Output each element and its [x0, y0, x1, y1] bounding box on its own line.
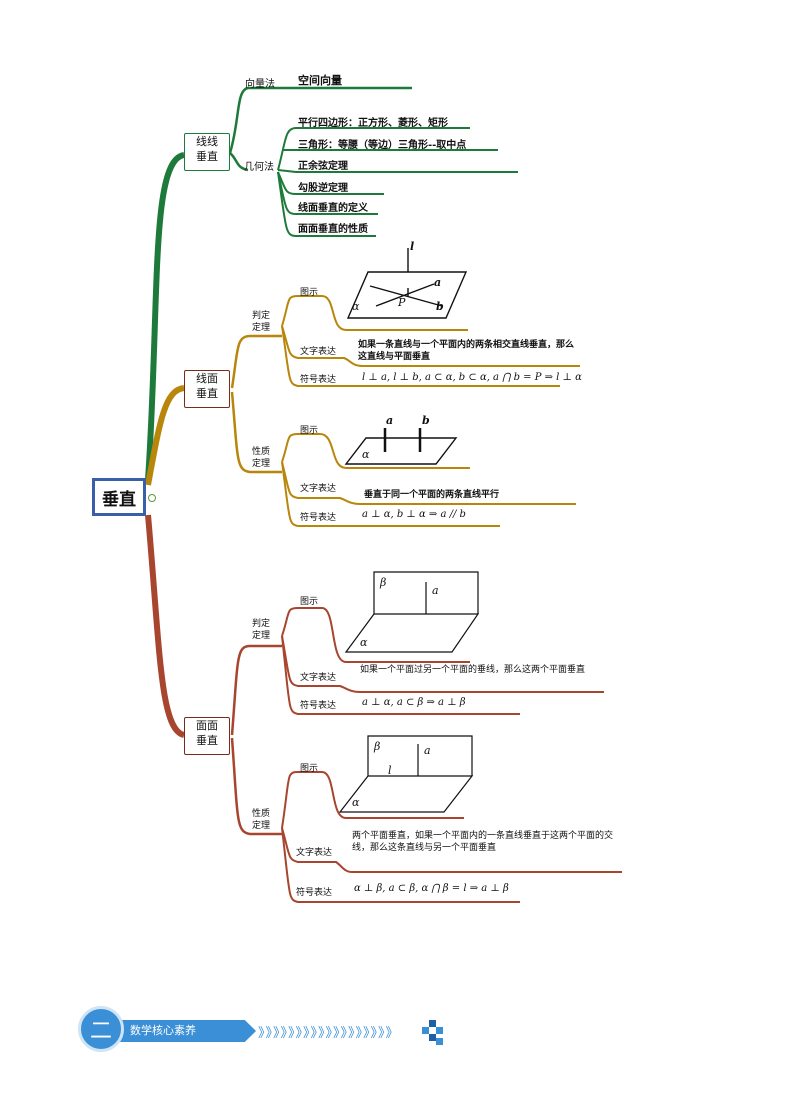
item-geo-3: 勾股逆定理	[298, 183, 348, 194]
banner-chevrons: 》》》》》》》》》》》》》》》》》》	[258, 1026, 400, 1041]
fig-label-b: b	[436, 300, 444, 313]
section-banner: 数学核心素养 二 》》》》》》》》》》》》》》》》》》	[78, 1006, 450, 1054]
fig3-label-beta: β	[380, 576, 387, 589]
pp-p-symbol: α ⊥ β, a ⊂ β, α ⋂ β = l ⇒ a ⊥ β	[354, 883, 509, 894]
fig2-label-a: a	[386, 414, 394, 427]
label-pp-c-figure: 图示	[300, 597, 319, 607]
fig3-label-a: a	[432, 584, 439, 597]
label-lp-criterion: 判定 定理	[252, 311, 271, 333]
fig-label-alpha: α	[352, 300, 360, 313]
lp-c-symbol: l ⊥ a, l ⊥ b, a ⊂ α, b ⊂ α, a ⋂ b = P ⇒ …	[362, 372, 582, 383]
fig4-label-a: a	[424, 744, 431, 757]
fig2-label-alpha: α	[362, 448, 370, 461]
pp-c-text: 如果一个平面过另一个平面的垂线，那么这两个平面垂直	[360, 665, 586, 675]
pp-p-text: 两个平面垂直，如果一个平面内的一条直线垂直于这两个平面的交线，那么这条直线与另一…	[352, 831, 614, 853]
fig-label-a: a	[434, 276, 442, 289]
root-node[interactable]: 垂直	[92, 478, 146, 516]
node-line-plane[interactable]: 线面 垂直	[184, 370, 230, 408]
label-pp-p-figure: 图示	[300, 764, 319, 774]
label-lp-p-figure: 图示	[300, 426, 319, 436]
fig3-label-alpha: α	[360, 636, 368, 649]
figure-plane-plane-criterion	[344, 571, 480, 653]
banner-title: 数学核心素养	[116, 1020, 256, 1042]
label-geometry-method: 几何法	[244, 162, 274, 173]
label-lp-c-text: 文字表达	[300, 347, 337, 357]
node-line-line[interactable]: 线线 垂直	[184, 133, 230, 171]
item-geo-4: 线面垂直的定义	[298, 203, 368, 214]
item-geo-5: 面面垂直的性质	[298, 224, 368, 235]
label-vector-method-text: 向量法	[245, 79, 275, 90]
fig2-label-b: b	[422, 414, 430, 427]
item-geo-1: 三角形：等腰（等边）三角形--取中点	[298, 140, 467, 151]
fig4-label-beta: β	[374, 740, 381, 753]
label-pp-p-text: 文字表达	[296, 848, 333, 858]
collapse-icon[interactable]	[148, 494, 156, 502]
label-pp-c-symbol: 符号表达	[300, 701, 337, 711]
fig-label-P: P	[398, 296, 406, 309]
label-lp-property: 性质 定理	[252, 447, 271, 469]
label-pp-criterion: 判定 定理	[252, 619, 271, 641]
item-geo-2: 正余弦定理	[298, 161, 348, 172]
label-pp-p-symbol: 符号表达	[296, 888, 333, 898]
banner-pixel-icon	[422, 1020, 443, 1045]
figure-line-plane-property	[344, 428, 458, 465]
lp-c-text: 如果一条直线与一个平面内的两条相交直线垂直，那么这直线与平面垂直	[358, 340, 575, 362]
fig4-label-l: l	[388, 764, 392, 777]
item-geo-0: 平行四边形：正方形、菱形、矩形	[298, 118, 448, 129]
label-lp-p-text: 文字表达	[300, 484, 337, 494]
figure-plane-plane-property	[338, 735, 474, 813]
label-pp-property: 性质 定理	[252, 809, 271, 831]
label-lp-p-symbol: 符号表达	[300, 513, 337, 523]
lp-p-text: 垂直于同一个平面的两条直线平行	[364, 490, 500, 500]
label-lp-c-symbol: 符号表达	[300, 375, 337, 385]
fig4-label-alpha: α	[352, 796, 360, 809]
lp-p-symbol: a ⊥ α, b ⊥ α ⇒ a // b	[362, 509, 466, 520]
figure-line-plane-criterion	[346, 248, 468, 319]
label-pp-c-text: 文字表达	[300, 673, 337, 683]
item-space-vector: 空间向量	[298, 74, 342, 87]
fig-label-l: l	[410, 240, 415, 253]
node-plane-plane[interactable]: 面面 垂直	[184, 717, 230, 755]
label-lp-c-figure: 图示	[300, 288, 319, 298]
pp-c-symbol: a ⊥ α, a ⊂ β ⇒ a ⊥ β	[362, 697, 466, 708]
banner-number: 二	[78, 1006, 124, 1052]
